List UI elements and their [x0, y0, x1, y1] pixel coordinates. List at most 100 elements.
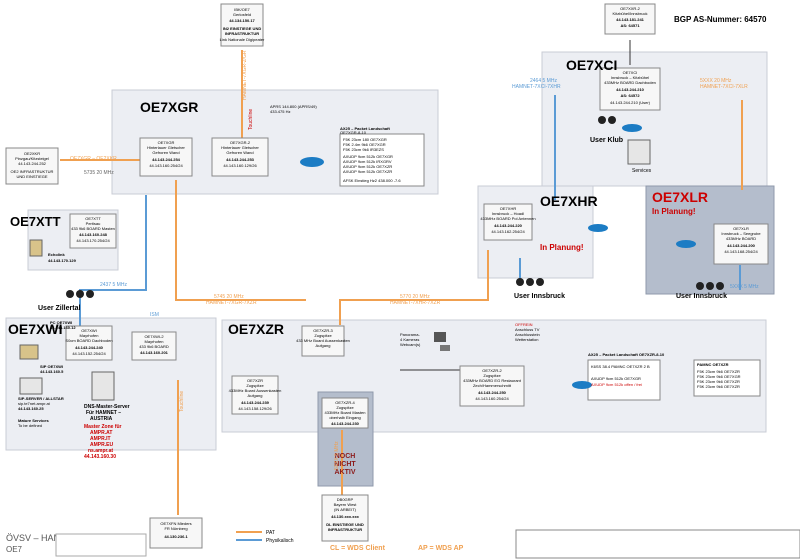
legend-ap: AP = WDS AP	[418, 545, 464, 552]
node-label: Webcam(s)	[400, 342, 421, 347]
node-label: 433MHz BOARD EG Restaurant	[463, 378, 522, 383]
node-label: AS: 64572	[620, 93, 640, 98]
node-label: 44.130.236.1	[164, 534, 188, 539]
phone-icon	[19, 344, 39, 360]
node-label: Gefroren Wand	[152, 150, 179, 155]
node-label: 44.143.152.254/24	[72, 351, 106, 356]
node-label: Gefroren Wand	[226, 150, 253, 155]
node-bottom-center	[321, 494, 369, 542]
node-label: 433MHz BOARD	[726, 236, 756, 241]
node-label: INFRASTRUKTUR	[328, 527, 362, 532]
user-icon	[598, 116, 606, 124]
node-label: 433MHz BOARD Dachboden	[604, 80, 656, 85]
node-label: FR Nürnberg	[164, 526, 187, 531]
router-icon	[300, 157, 324, 167]
user-icon	[706, 282, 714, 290]
node-label: 44.143.170.254/24	[76, 238, 110, 243]
node-label: Hinterlauer Gletscher	[221, 145, 259, 150]
node-label: K6SS 38.4 PAMNC OE7XZR 2 B	[591, 364, 650, 369]
title-oe7xtt: OE7XTT	[10, 214, 61, 229]
node-label: Mayrhofen	[80, 333, 99, 338]
title-oe7xzr: OE7XZR	[228, 321, 284, 337]
node-label: SIP OE7XWI	[40, 364, 63, 369]
node-label: To be defined	[18, 423, 42, 428]
node-boxes	[5, 3, 769, 549]
node-label: oberhalb Eingang	[329, 415, 360, 420]
status-oe7xlr: In Planung!	[652, 207, 696, 216]
node-label: AKTIV	[335, 469, 356, 476]
link-label: ISM	[150, 312, 159, 318]
node-label: AX25 – Packet Landschaft	[340, 126, 390, 131]
node-label: Zugspitze	[336, 405, 354, 410]
link-label: 5XXX 5 MHz	[334, 441, 340, 470]
node-label: AMPR.EU	[90, 442, 113, 448]
link-label: HAMNET-7XGR-2/GR	[242, 50, 248, 100]
node-label: PAMNC OE7XZR	[697, 362, 729, 367]
title-oe7xgr: OE7XGR	[140, 99, 198, 115]
node-label: 44.143.244.230	[331, 421, 360, 426]
node-label: AXUDP 9cm 512k OE7XGR	[343, 154, 393, 159]
link-xgr-xzr	[175, 180, 306, 301]
router-icon	[588, 224, 608, 232]
node-label: OFFREIN	[515, 322, 533, 327]
bgp-label: BGP AS-Nummer: 64570	[674, 15, 767, 24]
revision-table	[55, 533, 147, 557]
node-label: Innsbruck – Hoadl	[492, 211, 524, 216]
node-label: DB0GRP	[337, 497, 354, 502]
link-label: HAMNET-7XCI-7XHR	[512, 84, 561, 90]
user-innsbruck-label: User Innsbruck	[676, 293, 727, 300]
node-label: F5K 23cm 9k6 OE7XZR	[697, 369, 740, 374]
user-zillertal-label: User Zillertal	[38, 305, 80, 312]
user-icon	[516, 278, 524, 286]
node-label: Zech/Hammerschmitt	[473, 383, 512, 388]
node-xwi2	[131, 331, 177, 361]
node-label: Innsbruck – Seegrube	[721, 231, 761, 236]
user-icon	[86, 290, 94, 298]
link-label: HAMNET-7XHR-7XZR	[390, 300, 441, 306]
node-label: 433MHz Board Masten	[325, 410, 366, 415]
legend-cl: CL = WDS Client	[330, 545, 386, 552]
node-label: IN2 EINSTIEGE UND	[223, 26, 262, 31]
node-label: 44.143.181.241	[616, 17, 645, 22]
node-label: Zugspitze	[483, 373, 501, 378]
server-icon	[91, 371, 115, 401]
node-label: F5K 23cm 180 OE7XGR	[343, 137, 387, 142]
node-xtt	[69, 213, 117, 249]
node-label: AXUDP 9cm 512k offen / frei	[591, 382, 642, 387]
link-label: 5XXX 5 MHz	[730, 284, 759, 290]
node-label: NOCH	[335, 453, 356, 460]
node-label: AXUDP 9cm 512k OE7XZR	[343, 169, 392, 174]
node-label: IBK/OE7	[234, 7, 250, 12]
node-label: 44.143.160.12	[50, 325, 76, 330]
node-label: 44.143.168.254/24	[724, 249, 758, 254]
user-icon	[696, 282, 704, 290]
node-label: ns.ampr.at	[88, 448, 113, 454]
node-label: 44.143.160.254/24	[149, 163, 183, 168]
link-xhr-xzr	[339, 250, 489, 325]
node-label: Zugspitze	[246, 383, 264, 388]
node-label: AUSTRIA	[90, 416, 113, 422]
node-bottom-left	[149, 517, 203, 549]
node-label: DL EINSTIEGE UND	[326, 522, 364, 527]
node-label: Hinterlauer Gletscher	[147, 145, 185, 150]
node-label: AMPR.IT	[90, 436, 111, 442]
node-xzr-ax25	[587, 359, 661, 401]
webcam-icon	[440, 345, 450, 351]
node-label: OE7XHR	[500, 206, 517, 211]
link-label: 5745 20 MHz	[214, 294, 244, 300]
node-label: 44.143.170.129	[48, 258, 77, 263]
tv-icon	[434, 332, 446, 342]
node-label: 44.143.244.220	[494, 223, 523, 228]
node-label: OE7XLR	[733, 226, 749, 231]
router-icon	[622, 124, 642, 132]
footer-sub: OE7	[6, 545, 23, 554]
node-xzr-main	[231, 375, 279, 415]
node-label: OE2XKR	[24, 151, 40, 156]
node-label: Für HAMNET –	[86, 410, 121, 416]
node-label: OE7XGR-8-10	[340, 130, 367, 135]
link-label: Touchline	[248, 109, 254, 130]
user-icon	[716, 282, 724, 290]
link-label: 5XXX 20 MHz	[700, 78, 732, 84]
node-label: F5K 23cm 9k6 IR3EZS	[343, 147, 384, 152]
